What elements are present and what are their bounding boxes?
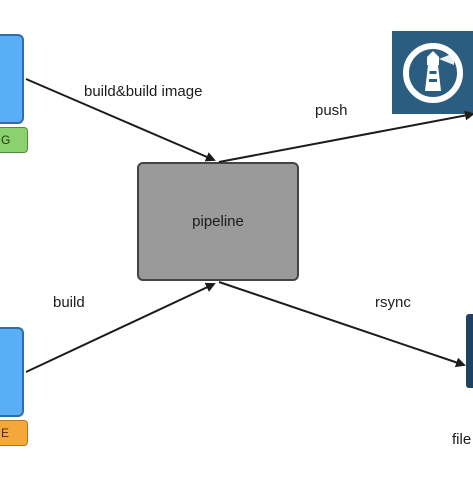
- edge-build-image: [25, 78, 216, 162]
- edge-build: [25, 282, 216, 373]
- server-icon: [466, 314, 473, 388]
- edge-label-push: push: [315, 102, 348, 119]
- source-node-top: [0, 34, 24, 124]
- source-node-bottom: [0, 327, 24, 417]
- edge-rsync: [218, 281, 466, 368]
- pipeline-node: pipeline: [137, 162, 299, 281]
- fileserver-label: file: [452, 431, 472, 448]
- pipeline-label: pipeline: [192, 213, 244, 230]
- edge-label-build: build: [53, 294, 85, 311]
- edge-push: [218, 110, 473, 163]
- edge-label-rsync: rsync: [375, 294, 411, 311]
- source-tag-top: G: [0, 127, 28, 153]
- source-tag-bottom: E: [0, 420, 28, 446]
- lighthouse-icon: [403, 43, 463, 103]
- edge-label-build-image: build&build image: [84, 83, 203, 100]
- registry-node: [392, 31, 473, 114]
